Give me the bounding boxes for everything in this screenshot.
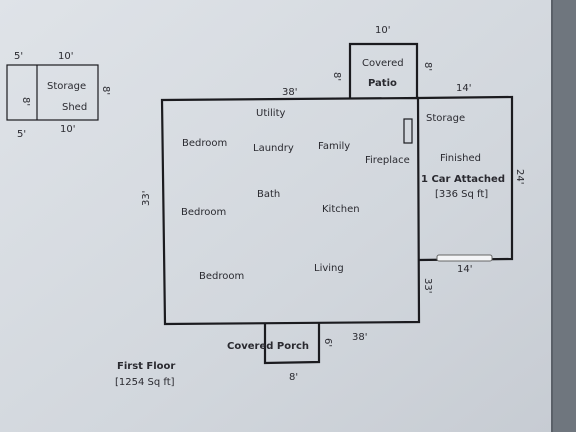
room-laundry: Laundry: [253, 143, 294, 154]
patio-outline: [348, 42, 419, 98]
porch-dim-bottom: 8': [289, 372, 298, 383]
patio-dim-right: 8': [422, 62, 433, 71]
room-bedroom-3: Bedroom: [199, 271, 244, 282]
garage-door: [436, 254, 493, 262]
house-dim-top: 38': [282, 87, 297, 98]
covered-porch: Covered Porch 6' 8': [227, 322, 333, 383]
porch-dim-right: 6': [322, 338, 333, 347]
main-house: 38' 33' 38' Utility Bedroom Laundry Fami…: [141, 87, 421, 343]
patio-dim-top: 10': [375, 25, 390, 36]
room-family: Family: [318, 141, 350, 152]
garage-finished: Finished: [440, 153, 481, 164]
shed-dim-right: 8': [100, 86, 111, 95]
porch-outline: [263, 322, 321, 365]
garage-area: [336 Sq ft]: [435, 189, 488, 200]
garage-storage: Storage: [426, 113, 465, 124]
floor-title: First Floor: [117, 361, 175, 372]
shed-dim-bottom-left: 5': [17, 129, 26, 140]
room-living: Living: [314, 263, 344, 274]
shed-dim-bottom-right: 10': [60, 124, 75, 135]
patio-label-patio: Patio: [368, 78, 397, 89]
garage-dim-bottom: 14': [457, 264, 472, 275]
garage-dim-top: 14': [456, 83, 471, 94]
patio-label-covered: Covered: [362, 58, 404, 69]
floor-area: [1254 Sq ft]: [115, 377, 175, 388]
room-kitchen: Kitchen: [322, 204, 360, 215]
shed-dim-left-inner: 8': [20, 97, 31, 106]
house-dim-bottom: 38': [352, 332, 367, 343]
room-bath: Bath: [257, 189, 280, 200]
shed-dim-top-left: 5': [14, 51, 23, 62]
house-dim-left: 33': [141, 191, 152, 206]
shed-dim-top-right: 10': [58, 51, 73, 62]
garage-dim-left: 33': [422, 278, 433, 293]
covered-patio: 10' 8' 8' Covered Patio: [331, 25, 433, 98]
room-fireplace: Fireplace: [365, 155, 410, 166]
fireplace-symbol: [403, 118, 413, 144]
floor-info: First Floor [1254 Sq ft]: [115, 361, 175, 388]
patio-dim-left: 8': [331, 72, 342, 81]
house-outline: [160, 96, 421, 326]
room-bedroom-2: Bedroom: [181, 207, 226, 218]
room-utility: Utility: [256, 108, 285, 119]
storage-shed: 5' 10' 5' 10' 8' 8' Storage Shed: [6, 51, 111, 140]
paper: [0, 0, 552, 432]
garage-title: 1 Car Attached: [421, 174, 505, 185]
garage-dim-right: 24': [514, 169, 525, 184]
room-bedroom-1: Bedroom: [182, 138, 227, 149]
shed-outline: [6, 64, 99, 121]
porch-label: Covered Porch: [227, 341, 309, 352]
shed-label-storage: Storage: [47, 81, 86, 92]
shed-label-shed: Shed: [62, 102, 87, 113]
garage: 14' 24' 14' 33' Storage Finished 1 Car A…: [403, 83, 525, 293]
paper-edge-shadow: [552, 0, 576, 432]
